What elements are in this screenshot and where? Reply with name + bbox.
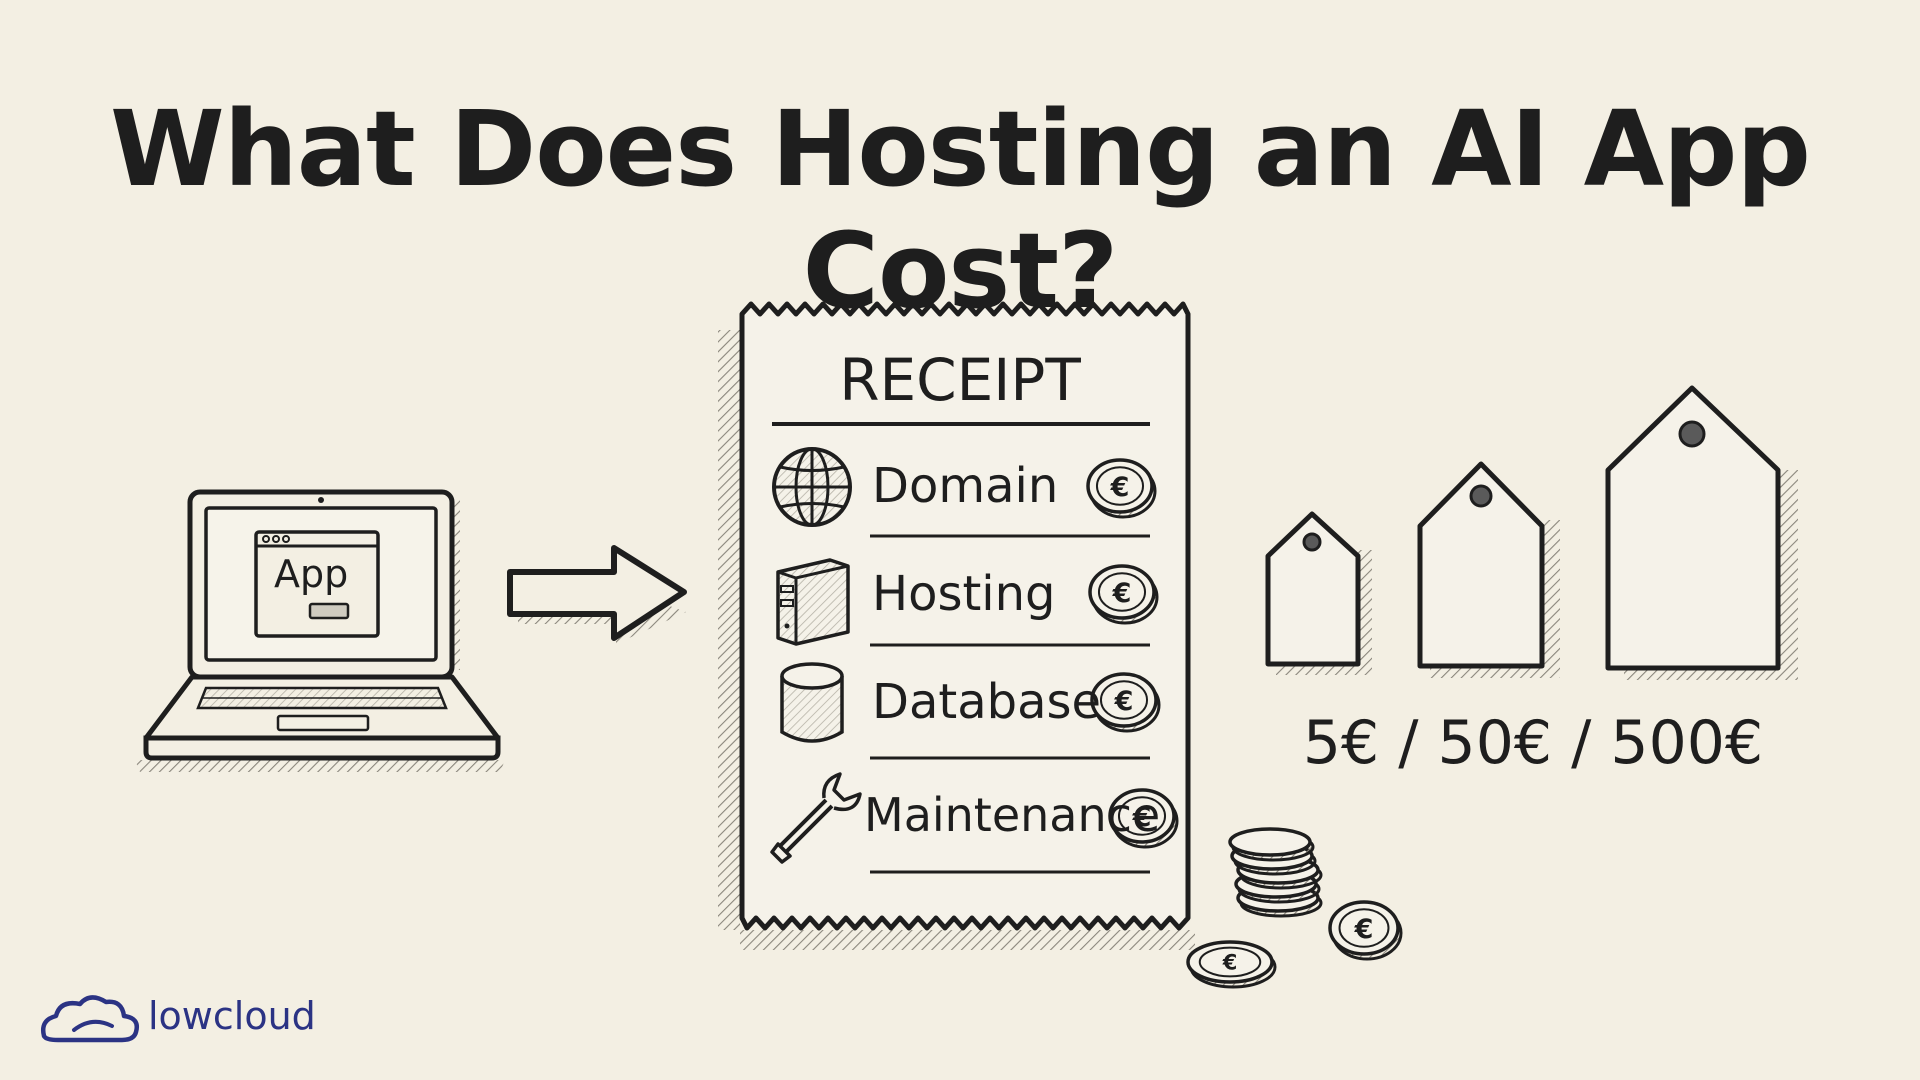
arrow-right-icon <box>507 545 687 644</box>
euro-symbol: € <box>1354 914 1374 945</box>
brand-name: lowcloud <box>148 994 316 1038</box>
euro-symbol: € <box>1114 686 1134 717</box>
receipt-item-database: Database <box>872 674 1102 730</box>
receipt-item-domain: Domain <box>872 458 1059 514</box>
euro-symbol: € <box>1222 951 1238 975</box>
price-tag-large-icon <box>1605 385 1781 671</box>
database-icon <box>780 662 844 743</box>
euro-coin-icon: € <box>1088 564 1159 625</box>
laptop-icon <box>135 489 505 772</box>
app-window <box>254 530 380 638</box>
price-tag-medium-icon <box>1417 461 1545 669</box>
brand: lowcloud <box>148 994 316 1038</box>
server-icon <box>776 558 850 646</box>
receipt-item-hosting: Hosting <box>872 566 1056 622</box>
price-tiers-label: 5€ / 50€ / 500€ <box>1302 708 1764 778</box>
price-tag-small-icon <box>1265 511 1361 667</box>
wrench-icon <box>770 772 862 864</box>
euro-coin-icon: € <box>1108 788 1179 849</box>
euro-symbol: € <box>1132 802 1152 833</box>
coin-pile: €€ <box>1186 827 1403 989</box>
euro-coin-icon: € <box>1186 940 1277 989</box>
lowcloud-logo-icon <box>41 995 139 1043</box>
globe-icon <box>772 447 852 527</box>
receipt: € € € € <box>718 301 1195 950</box>
app-label: App <box>274 552 349 596</box>
euro-coin-icon: € <box>1086 458 1157 519</box>
receipt-title: RECEIPT <box>839 346 1081 414</box>
euro-symbol: € <box>1110 472 1130 503</box>
price-tags <box>1265 385 1798 680</box>
page-title: What Does Hosting an AI App Cost? <box>110 88 1811 332</box>
stacked-coin-icon <box>1228 827 1315 862</box>
euro-coin-icon: € <box>1090 672 1161 733</box>
receipt-item-maintenance: Maintenance <box>864 788 1161 842</box>
euro-symbol: € <box>1112 578 1132 609</box>
euro-coin-icon: € <box>1328 900 1403 961</box>
